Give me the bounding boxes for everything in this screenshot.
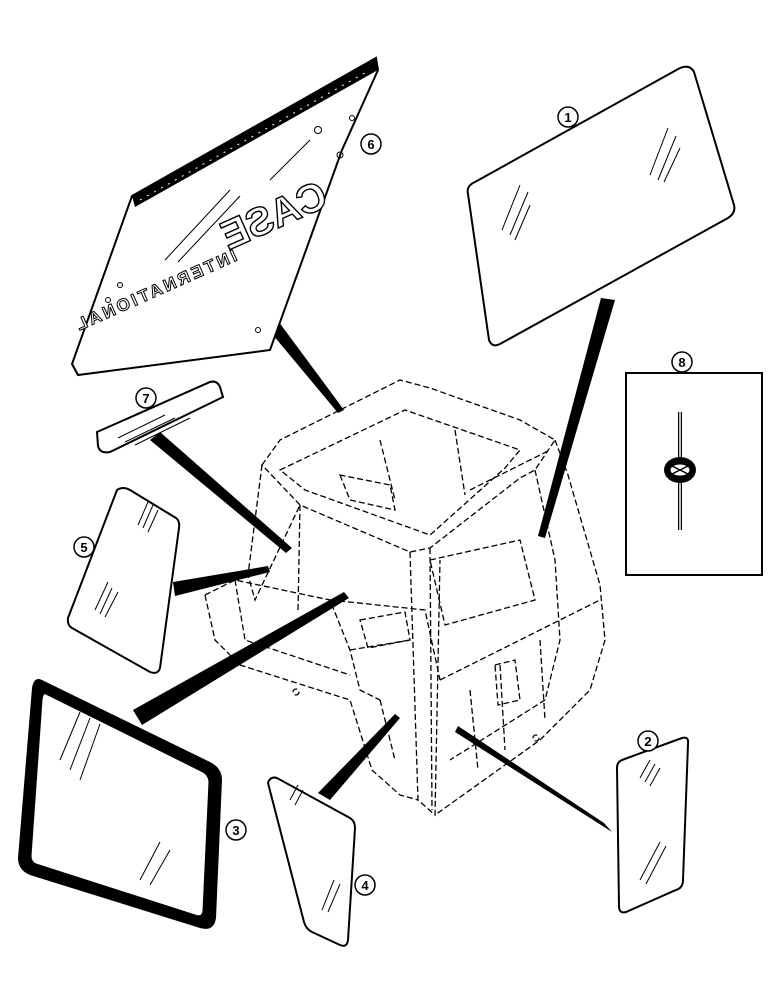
callout-5: 5 [73, 536, 95, 558]
rear-glass-part-6: CASE INTERNATIONAL [70, 56, 380, 377]
side-glass-part-1 [466, 65, 736, 347]
leader-5 [173, 566, 270, 596]
callout-4: 4 [354, 874, 376, 896]
svg-text:6: 6 [367, 137, 374, 152]
leader-7 [150, 432, 292, 553]
callout-2: 2 [637, 730, 659, 752]
seal-detail-part-8 [625, 372, 763, 576]
callout-7: 7 [135, 387, 157, 409]
svg-text:3: 3 [232, 823, 239, 838]
callout-3: 3 [225, 819, 247, 841]
leader-2 [455, 726, 612, 832]
svg-text:4: 4 [361, 878, 369, 893]
svg-text:7: 7 [142, 391, 149, 406]
cab-frame [204, 379, 606, 817]
windshield-part-3 [18, 679, 222, 929]
door-glass-part-4 [266, 776, 357, 947]
svg-text:2: 2 [644, 734, 651, 749]
svg-text:1: 1 [564, 110, 571, 125]
leader-3 [133, 592, 349, 725]
side-glass-part-5 [66, 487, 181, 674]
leader-1 [538, 298, 615, 538]
callout-8: 8 [671, 351, 693, 373]
callout-6: 6 [360, 133, 382, 155]
small-glass-part-7 [95, 380, 225, 454]
side-glass-part-2 [615, 736, 690, 914]
svg-text:5: 5 [80, 540, 87, 555]
leader-4 [318, 714, 400, 800]
svg-text:8: 8 [678, 355, 685, 370]
callout-1: 1 [557, 106, 579, 128]
leader-lines [133, 283, 615, 832]
